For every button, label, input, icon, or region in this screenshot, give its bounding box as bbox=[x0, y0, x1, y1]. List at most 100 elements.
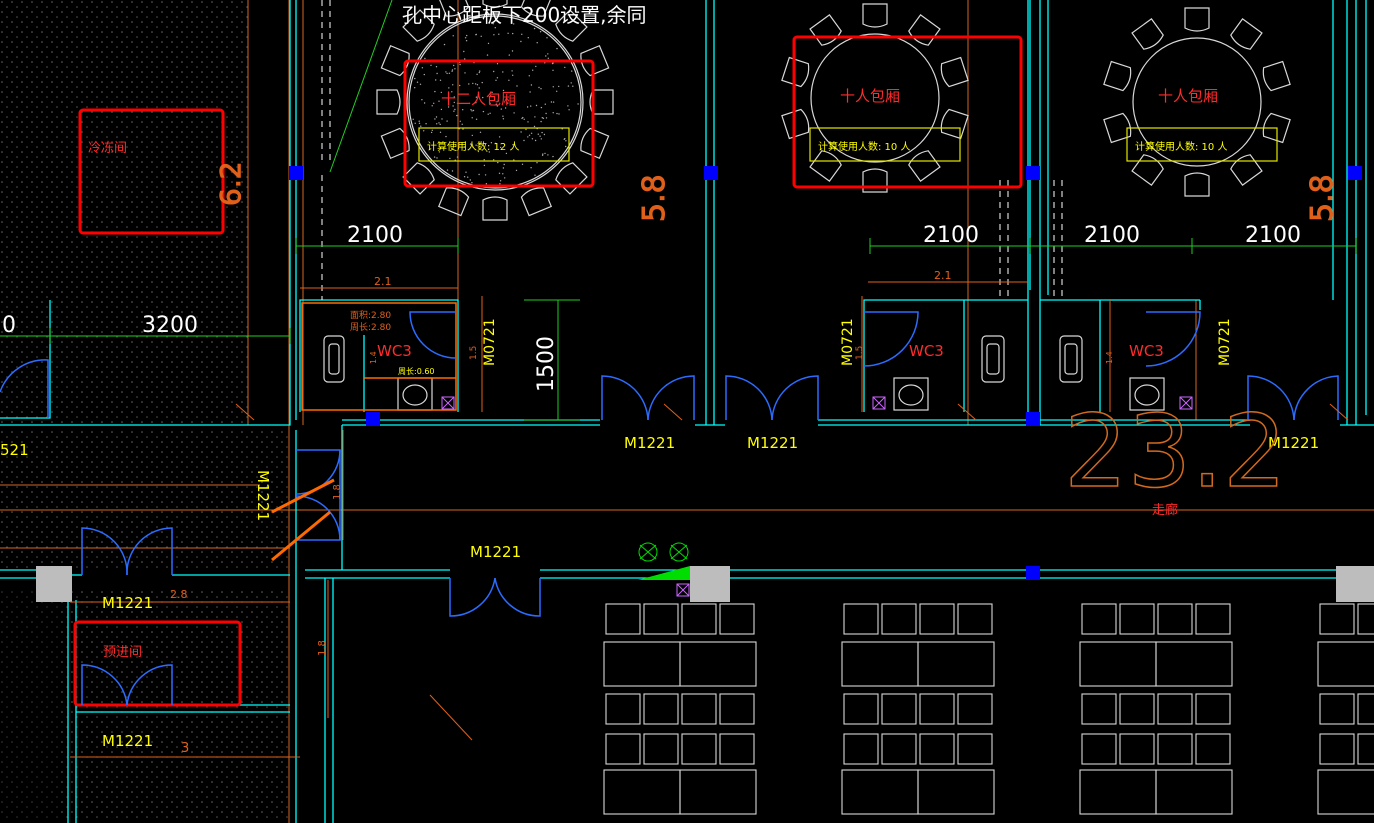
orange-dims bbox=[70, 281, 1349, 758]
floor-drains bbox=[441, 396, 1193, 597]
dim-2100-1: 2100 bbox=[347, 223, 403, 248]
door-label-m0721-1: M0721 bbox=[482, 318, 498, 366]
highlight-boxes bbox=[73, 35, 1023, 707]
chair bbox=[520, 0, 553, 17]
room-name-10b: 十人包厢 bbox=[1158, 87, 1218, 105]
desk bbox=[1195, 603, 1231, 635]
desk bbox=[1119, 693, 1155, 725]
desk bbox=[1317, 641, 1374, 687]
round-table-10a bbox=[810, 33, 940, 163]
chair bbox=[580, 44, 610, 77]
chair bbox=[1230, 154, 1263, 186]
round-table-12 bbox=[406, 13, 584, 191]
chair bbox=[809, 150, 842, 182]
dim-1-4b: 1.4 bbox=[1105, 351, 1114, 364]
doors bbox=[0, 311, 1339, 706]
desk bbox=[843, 603, 879, 635]
chair bbox=[402, 162, 435, 195]
dim-1-4a: 1.4 bbox=[369, 351, 378, 364]
desk bbox=[1119, 733, 1155, 765]
chair bbox=[520, 187, 553, 217]
chair bbox=[376, 89, 401, 115]
chair bbox=[781, 56, 810, 88]
desk bbox=[881, 603, 917, 635]
chair bbox=[402, 9, 435, 42]
desk bbox=[719, 603, 755, 635]
chair bbox=[908, 14, 941, 46]
chair bbox=[940, 56, 969, 88]
chair bbox=[908, 150, 941, 182]
chair bbox=[940, 108, 969, 140]
desk bbox=[1079, 641, 1157, 687]
room-name-12: 十二人包厢 bbox=[441, 90, 516, 108]
chair bbox=[380, 127, 410, 160]
chair bbox=[1131, 18, 1164, 50]
desk bbox=[881, 693, 917, 725]
hatch-regions bbox=[0, 0, 290, 820]
axis-num-5-8-left: 5.8 bbox=[637, 174, 672, 222]
door-label-5: M1221 bbox=[102, 594, 153, 612]
calc-text-10b: 计算使用人数: 10 人 bbox=[1135, 140, 1227, 153]
desk bbox=[1157, 603, 1193, 635]
dim-2-1b: 2.1 bbox=[934, 269, 952, 282]
dim-2-1a: 2.1 bbox=[374, 275, 392, 288]
desk bbox=[643, 733, 679, 765]
desk-blocks bbox=[603, 603, 1374, 815]
door-label-7: M1221 bbox=[254, 470, 272, 521]
door-label-left: 521 bbox=[0, 441, 29, 459]
chair bbox=[482, 196, 508, 221]
desk bbox=[917, 769, 995, 815]
desk bbox=[681, 603, 717, 635]
room-name-cold: 冷冻间 bbox=[88, 140, 127, 156]
desk bbox=[957, 603, 993, 635]
desk bbox=[1319, 733, 1355, 765]
chair bbox=[1103, 112, 1132, 144]
section-markers bbox=[271, 478, 335, 562]
room-name-preentry: 预进间 bbox=[103, 645, 142, 660]
desk bbox=[1357, 733, 1374, 765]
door-label-6: M1221 bbox=[102, 732, 153, 750]
desk bbox=[919, 693, 955, 725]
dim-1-5b: 1.5 bbox=[855, 346, 865, 360]
desk bbox=[1319, 693, 1355, 725]
chair bbox=[1230, 18, 1263, 50]
chair bbox=[862, 3, 888, 28]
dim-1-5a: 1.5 bbox=[469, 346, 479, 360]
chair bbox=[482, 0, 508, 8]
calc-text-12: 计算使用人数: 12 人 bbox=[427, 140, 519, 153]
wc-label-1: WC3 bbox=[377, 342, 412, 360]
desk bbox=[679, 769, 757, 815]
desk bbox=[679, 641, 757, 687]
dim-1500: 1500 bbox=[534, 336, 559, 392]
chair bbox=[437, 187, 470, 217]
door-label-4: M1221 bbox=[470, 543, 521, 561]
desk bbox=[917, 641, 995, 687]
dim-0: 0 bbox=[2, 313, 16, 338]
desk bbox=[681, 733, 717, 765]
area-text-2: 周长:2.80 bbox=[350, 321, 391, 333]
desk bbox=[605, 693, 641, 725]
wc-outline bbox=[301, 302, 457, 411]
desk bbox=[603, 641, 681, 687]
axis-num-23-2: 23.2 bbox=[1064, 393, 1287, 510]
columns bbox=[36, 166, 1374, 602]
chairs-10a bbox=[781, 3, 969, 193]
desk bbox=[1357, 603, 1374, 635]
dim-2100-2: 2100 bbox=[923, 223, 979, 248]
chair bbox=[1184, 7, 1210, 32]
round-table-10b bbox=[1132, 37, 1262, 167]
desk bbox=[957, 733, 993, 765]
dim-1-8b: 1.8 bbox=[332, 484, 343, 500]
desk bbox=[681, 693, 717, 725]
door-label-m0721-2: M0721 bbox=[840, 318, 856, 366]
desk bbox=[919, 733, 955, 765]
chair bbox=[1262, 112, 1291, 144]
desk bbox=[919, 603, 955, 635]
wc-label-3: WC3 bbox=[1129, 342, 1164, 360]
dim-3200: 3200 bbox=[142, 313, 198, 338]
dim-1-8a: 1.8 bbox=[317, 640, 328, 656]
dim-3: 3 bbox=[181, 741, 189, 756]
desk bbox=[1195, 733, 1231, 765]
